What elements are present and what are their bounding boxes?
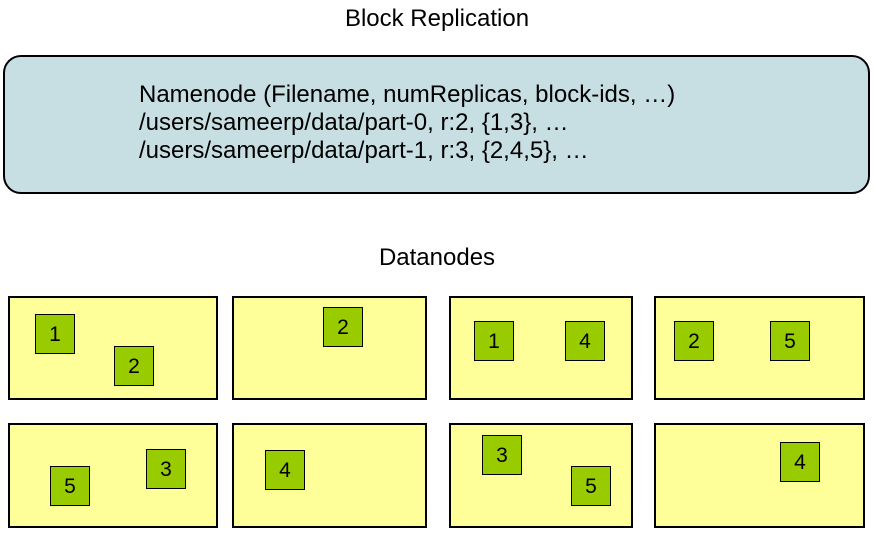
datanode-box-8: 4 (654, 423, 865, 528)
namenode-box: Namenode (Filename, numReplicas, block-i… (3, 55, 870, 194)
datanode-box-2: 2 (232, 296, 427, 400)
replica-block-5: 5 (770, 321, 810, 361)
namenode-signature: Namenode (Filename, numReplicas, block-i… (139, 81, 676, 108)
replica-block-4: 4 (780, 442, 820, 482)
replica-block-2: 2 (114, 346, 154, 386)
replica-block-2: 2 (674, 321, 714, 361)
replica-block-5: 5 (571, 466, 611, 506)
namenode-file-entry-part0: /users/sameerp/data/part-0, r:2, {1,3}, … (139, 109, 569, 136)
namenode-file-entry-part1: /users/sameerp/data/part-1, r:3, {2,4,5}… (139, 137, 589, 164)
datanode-box-6: 4 (232, 423, 427, 528)
replica-block-2: 2 (323, 307, 363, 347)
datanodes-heading: Datanodes (378, 244, 496, 271)
replica-block-1: 1 (474, 321, 514, 361)
page-title: Block Replication (344, 5, 530, 32)
replica-block-3: 3 (146, 449, 186, 489)
replica-block-5: 5 (50, 466, 90, 506)
replica-block-4: 4 (265, 450, 305, 490)
replica-block-3: 3 (482, 435, 522, 475)
replica-block-1: 1 (35, 314, 75, 354)
replica-block-4: 4 (565, 321, 605, 361)
